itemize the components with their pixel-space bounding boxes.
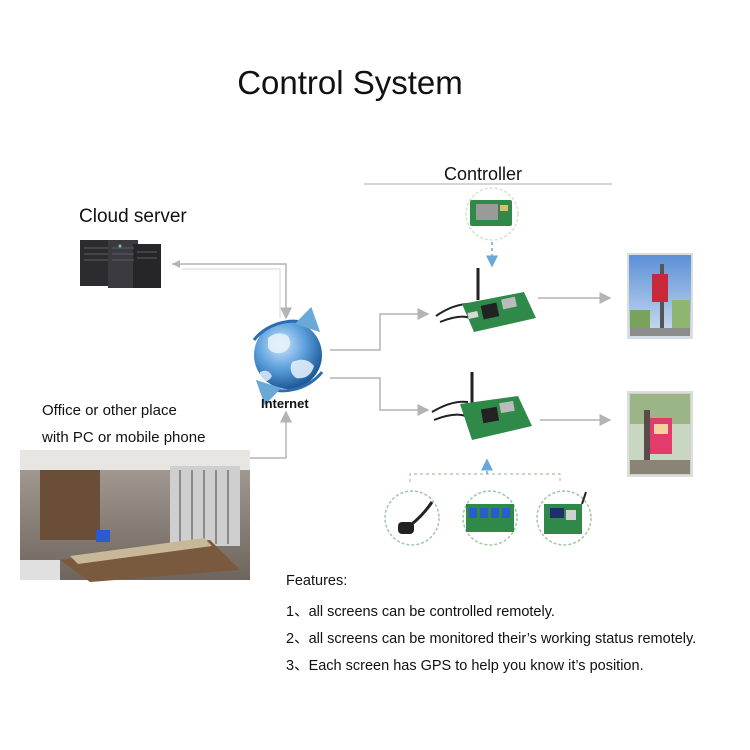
gps-module-image — [465, 187, 519, 241]
street-screen-photo-1 — [627, 253, 693, 339]
server-to-internet-connector — [172, 263, 292, 320]
office-label-line2: with PC or mobile phone — [42, 429, 206, 446]
internet-to-controller2-connector — [330, 377, 430, 416]
internet-to-controller1-connector — [330, 308, 430, 351]
office-room-photo — [20, 450, 250, 582]
sensor-bracket — [409, 473, 561, 482]
controller-board-2-image — [431, 372, 532, 440]
feature-item-1: 1、all screens can be controlled remotely… — [286, 604, 555, 620]
server-to-internet-connector-2 — [182, 268, 281, 318]
internet-label: Internet — [261, 396, 309, 411]
office-label-line1: Office or other place — [42, 402, 177, 419]
sensor-cable-image — [384, 490, 440, 546]
gsm-module-image — [536, 490, 592, 546]
feature-item-2: 2、all screens can be monitored their’s w… — [286, 631, 697, 647]
street-screen-photo-2 — [627, 391, 693, 477]
feature-item-3: 3、Each screen has GPS to help you know i… — [286, 658, 644, 674]
internet-globe-icon — [252, 306, 324, 406]
cloud-server-image — [80, 240, 161, 288]
page-title: Control System — [237, 64, 463, 101]
features-heading: Features: — [286, 573, 348, 589]
controller-board-1-image — [435, 268, 536, 332]
relay-module-image — [462, 490, 518, 546]
cloud-server-label: Cloud server — [79, 206, 187, 227]
controller-label: Controller — [444, 164, 523, 184]
